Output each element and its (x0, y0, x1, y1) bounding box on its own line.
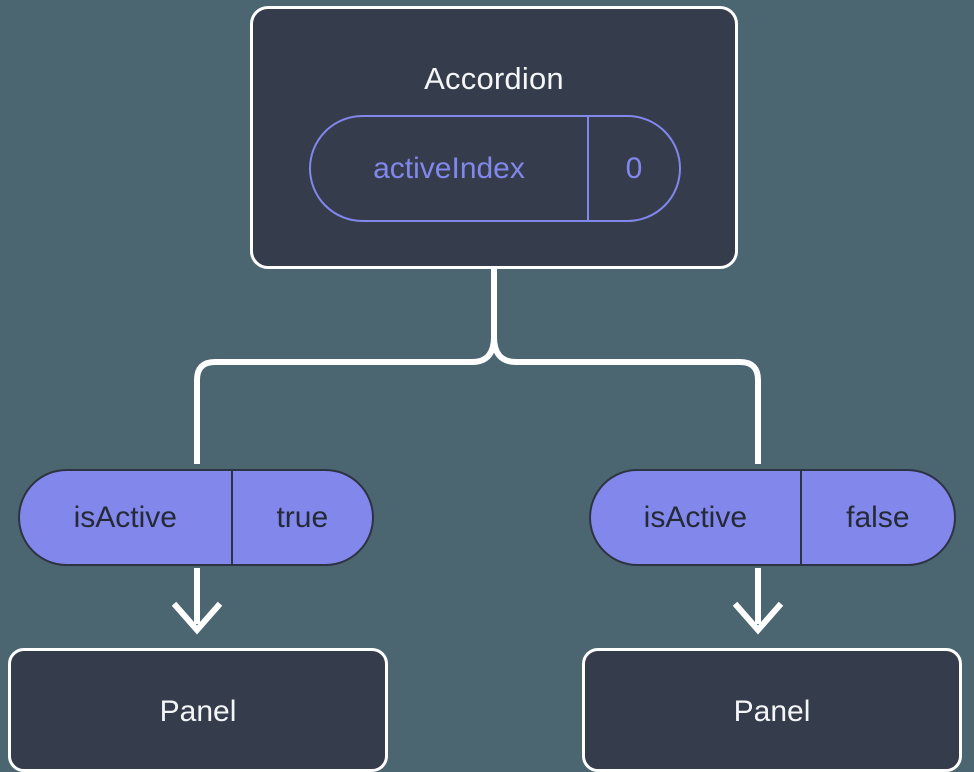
node-panel-right[interactable]: Panel (582, 648, 962, 772)
prop-pill-isactive-true[interactable]: isActive true (18, 469, 374, 566)
edge-fork-junction (491, 336, 761, 464)
edge-left-pill-to-panel (171, 568, 223, 635)
prop-pill-isactive-false[interactable]: isActive false (589, 469, 956, 566)
prop-pill-isactive-true-key: isActive (73, 500, 177, 534)
state-pill-activeindex-value: 0 (586, 117, 679, 220)
node-panel-right-title: Panel (733, 695, 811, 728)
prop-pill-isactive-false-key: isActive (643, 500, 748, 534)
node-accordion-title: Accordion (424, 61, 564, 96)
state-pill-activeindex[interactable]: activeIndex 0 (309, 115, 681, 222)
node-panel-left-title: Panel (159, 695, 237, 728)
edge-fork-junction-mirror (194, 336, 497, 464)
node-panel-left[interactable]: Panel (8, 648, 388, 772)
edge-right-pill-to-panel (732, 568, 784, 635)
state-pill-activeindex-key: activeIndex (373, 151, 525, 185)
prop-pill-isactive-false-value: false (799, 471, 954, 564)
prop-pill-isactive-true-value: true (230, 471, 372, 564)
